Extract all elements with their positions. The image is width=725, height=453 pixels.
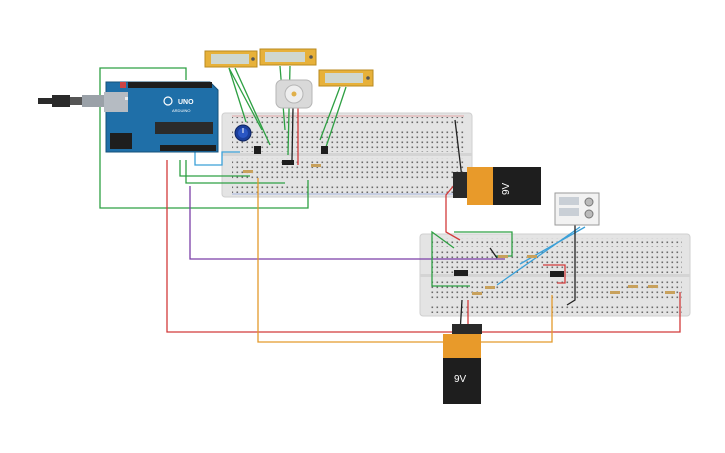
- dc-motor[interactable]: [275, 79, 313, 109]
- wire-lcd1-b: [234, 67, 271, 146]
- wire-bat1-black: [454, 119, 463, 179]
- wire-motor-black: [291, 107, 294, 161]
- breadboard-main[interactable]: [221, 112, 473, 198]
- wire-purple-long: [189, 186, 505, 260]
- resistor-icon[interactable]: [648, 285, 658, 288]
- lcd-display-icon: [211, 54, 249, 64]
- arduino-brand-text: ARDUINO: [172, 108, 190, 113]
- atmega-chip-icon: [155, 122, 213, 134]
- reset-button-icon[interactable]: [120, 82, 126, 88]
- power-supply-icon: [559, 197, 579, 205]
- wire-cyan-1: [496, 226, 581, 286]
- resistor-icon[interactable]: [527, 255, 537, 258]
- resistor-icon[interactable]: [243, 170, 253, 173]
- uno-logo-text: UNO: [178, 99, 194, 106]
- resistor-icon[interactable]: [628, 285, 638, 288]
- resistor-icon[interactable]: [472, 292, 482, 295]
- wire-green-3: [185, 160, 285, 184]
- wire-lcd3-a: [319, 86, 341, 141]
- lcd-display-icon: [325, 73, 363, 83]
- wire-lcd1-c: [228, 67, 247, 123]
- arduino-board[interactable]: UNO ARDUINO: [104, 81, 219, 153]
- wire-blue-pot: [194, 151, 240, 166]
- power-jack-icon: [110, 133, 132, 149]
- usb-cable[interactable]: [38, 95, 104, 107]
- ic-chip-icon[interactable]: [454, 270, 468, 276]
- resistor-icon[interactable]: [665, 291, 675, 294]
- wire-green-loop: [99, 67, 309, 209]
- resistor-icon[interactable]: [610, 291, 620, 294]
- resistor-icon[interactable]: [485, 286, 495, 289]
- wire-black-bb2: [489, 247, 498, 259]
- transistor-icon[interactable]: [254, 146, 261, 154]
- wire-red-bb2: [543, 264, 566, 284]
- lcd-display-3[interactable]: [318, 69, 374, 87]
- battery-9v-horizontal[interactable]: 9V: [453, 167, 541, 205]
- ic-chip-icon[interactable]: [550, 271, 564, 277]
- usb-port-icon: [104, 92, 128, 112]
- resistor-icon[interactable]: [311, 164, 321, 167]
- battery-label: 9V: [501, 182, 512, 195]
- wire-ps-black: [566, 222, 576, 306]
- lcd-display-icon: [265, 52, 305, 62]
- lcd-display-1[interactable]: [204, 50, 258, 68]
- potentiometer[interactable]: [234, 124, 252, 142]
- ic-chip-icon[interactable]: [282, 160, 294, 165]
- wire-lcd3-b: [324, 86, 347, 151]
- transistor-icon[interactable]: [321, 146, 328, 154]
- wires[interactable]: [99, 65, 681, 343]
- resistor-icon[interactable]: [498, 255, 508, 258]
- arduino-logo-icon: [163, 96, 173, 106]
- power-supply[interactable]: [554, 192, 600, 226]
- wire-green-2: [179, 160, 250, 177]
- wire-red-long: [166, 160, 681, 333]
- wire-orange-long: [257, 178, 553, 343]
- lcd-display-2[interactable]: [259, 48, 317, 66]
- breadboard-secondary[interactable]: [419, 233, 691, 317]
- wire-lcd1-a: [228, 67, 263, 131]
- wire-green-bb2: [431, 230, 470, 287]
- battery-9v-vertical[interactable]: 9V: [443, 324, 482, 404]
- battery-label: 9V: [454, 374, 467, 385]
